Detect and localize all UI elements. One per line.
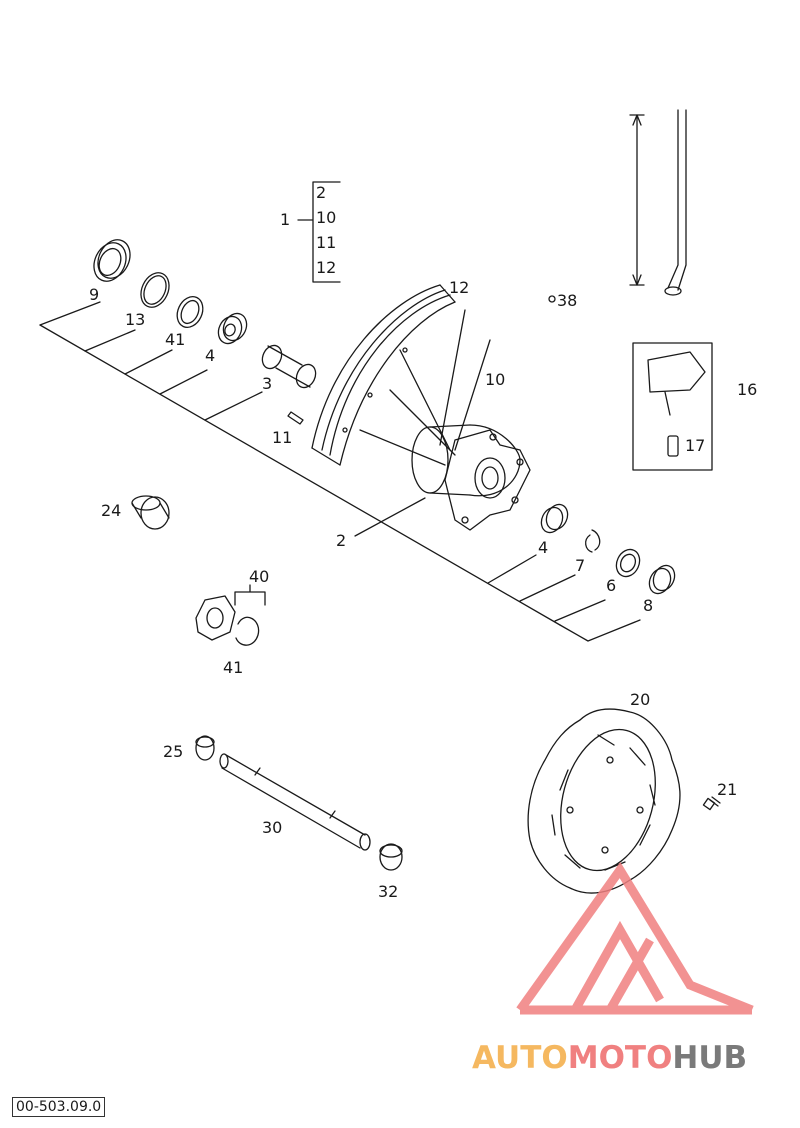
part-41-circlip	[176, 295, 204, 329]
part-25-nut	[195, 735, 215, 761]
label-part-12: 12	[449, 278, 470, 297]
leader-2	[354, 497, 426, 537]
part-38-weight	[548, 295, 556, 303]
watermark-brand: AUTOMOTOHUB	[472, 1040, 747, 1076]
group-member-11: 11	[316, 233, 337, 252]
leader-6	[554, 599, 606, 622]
brand-hub: HUB	[672, 1040, 748, 1076]
label-part-20: 20	[630, 690, 651, 709]
part-4-bearing	[217, 312, 248, 345]
group-member-10: 10	[316, 208, 337, 227]
label-part-32: 32	[378, 882, 399, 901]
part-24-spacer	[131, 495, 170, 530]
part-16-valve	[632, 342, 713, 471]
label-part-17: 17	[685, 436, 706, 455]
label-part-16: 16	[737, 380, 758, 399]
label-part-21: 21	[717, 780, 738, 799]
label-part-4a: 4	[205, 346, 216, 365]
label-part-41b: 41	[223, 658, 244, 677]
part-30-axle	[219, 753, 371, 851]
part-6-seal	[615, 548, 641, 578]
leader-7	[519, 574, 576, 602]
part-2-hub	[411, 424, 531, 531]
label-part-13: 13	[125, 310, 146, 329]
label-part-10: 10	[485, 370, 506, 389]
spoke-dimension	[629, 109, 687, 296]
part-17-valve-core	[667, 435, 679, 457]
label-part-2: 2	[336, 531, 347, 550]
part-3-spacer	[261, 344, 317, 389]
part-21-bolt	[702, 796, 721, 811]
label-part-40: 40	[249, 567, 270, 586]
brand-moto: MOTO	[567, 1040, 673, 1076]
label-part-9: 9	[89, 285, 100, 304]
label-part-4b: 4	[538, 538, 549, 557]
part-32-nut	[379, 843, 403, 871]
part-7-circlip	[585, 529, 601, 553]
label-part-24: 24	[101, 501, 122, 520]
leader-main	[39, 324, 561, 626]
drawing-code: 00-503.09.0	[12, 1097, 106, 1117]
leader-9	[39, 301, 101, 326]
label-part-41a: 41	[165, 330, 186, 349]
leader-8	[559, 619, 641, 642]
brand-auto: AUTO	[472, 1040, 568, 1076]
label-part-3: 3	[262, 374, 273, 393]
label-part-25: 25	[163, 742, 184, 761]
part-11-nipple	[287, 411, 304, 425]
part-4b-bearing	[540, 503, 569, 534]
leader-3	[204, 391, 263, 421]
part-9-seal	[93, 239, 131, 282]
label-part-30: 30	[262, 818, 283, 837]
group-bracket	[297, 181, 341, 283]
leader-4b	[487, 554, 537, 584]
part-8-spacer	[648, 564, 676, 595]
label-part-1: 1	[280, 210, 291, 229]
group-members: 2 10 11 12	[316, 180, 336, 280]
label-part-11: 11	[272, 428, 293, 447]
label-part-8: 8	[643, 596, 654, 615]
part-20-brake-disc	[527, 708, 681, 894]
label-part-6: 6	[606, 576, 617, 595]
part-12-rim	[311, 284, 456, 466]
part-40-drive	[195, 584, 266, 646]
label-part-7: 7	[575, 556, 586, 575]
leader-4	[159, 369, 208, 395]
leader-13	[84, 329, 136, 352]
part-13-ring	[140, 272, 170, 308]
label-part-38: 38	[557, 291, 578, 310]
watermark-logo-icon	[516, 861, 754, 1015]
group-member-2: 2	[316, 183, 327, 202]
group-member-12: 12	[316, 258, 337, 277]
leader-41	[124, 349, 173, 375]
part-10-spokes	[359, 309, 491, 466]
